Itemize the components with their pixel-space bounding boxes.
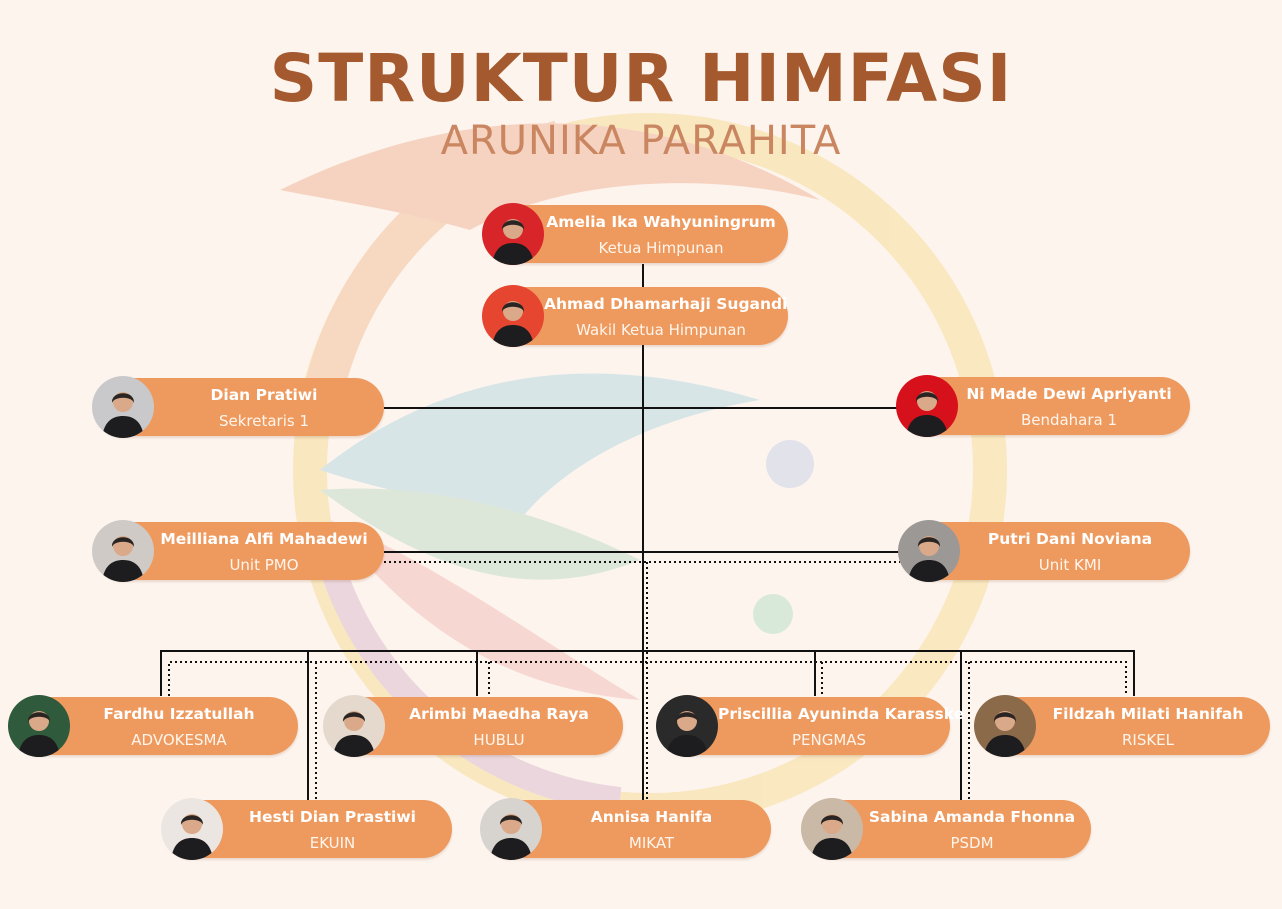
avatar xyxy=(323,695,385,757)
person-photo-icon xyxy=(656,695,718,757)
member-role: Unit PMO xyxy=(229,556,299,574)
member-role: EKUIN xyxy=(309,834,356,852)
person-photo-icon xyxy=(898,520,960,582)
avatar xyxy=(482,203,544,265)
member-card-riskel: Fildzah Milati Hanifah RISKEL xyxy=(974,695,1270,757)
member-role: HUBLU xyxy=(473,731,525,749)
member-role: Sekretaris 1 xyxy=(218,412,310,430)
person-photo-icon xyxy=(974,695,1036,757)
member-card-unit-pmo: Meilliana Alfi Mahadewi Unit PMO xyxy=(92,520,384,582)
avatar xyxy=(161,798,223,860)
member-name: Arimbi Maedha Raya xyxy=(409,705,589,723)
member-name: Meilliana Alfi Mahadewi xyxy=(160,530,368,548)
chart-title: STRUKTUR HIMFASI xyxy=(269,40,1013,117)
member-name: Priscillia Ayuninda Karasske xyxy=(718,705,965,723)
person-photo-icon xyxy=(480,798,542,860)
member-name: Ni Made Dewi Apriyanti xyxy=(966,385,1172,403)
member-card-bendahara: Ni Made Dewi Apriyanti Bendahara 1 xyxy=(896,375,1190,437)
avatar xyxy=(8,695,70,757)
person-photo-icon xyxy=(482,285,544,347)
member-role: ADVOKESMA xyxy=(131,731,227,749)
person-photo-icon xyxy=(8,695,70,757)
member-name: Putri Dani Noviana xyxy=(987,530,1153,548)
member-card-sekretaris: Dian Pratiwi Sekretaris 1 xyxy=(92,376,384,438)
member-card-psdm: Sabina Amanda Fhonna PSDM xyxy=(801,798,1091,860)
chart-subtitle: ARUNIKA PARAHITA xyxy=(440,118,842,164)
avatar xyxy=(974,695,1036,757)
member-card-mikat: Annisa Hanifa MIKAT xyxy=(480,798,771,860)
member-card-hublu: Arimbi Maedha Raya HUBLU xyxy=(323,695,623,757)
avatar xyxy=(92,520,154,582)
member-name: Fildzah Milati Hanifah xyxy=(1052,705,1244,723)
avatar xyxy=(92,376,154,438)
member-name: Fardhu Izzatullah xyxy=(103,705,255,723)
member-role: Ketua Himpunan xyxy=(598,239,724,257)
member-name: Ahmad Dhamarhaji Sugandi xyxy=(544,295,788,313)
member-card-pengmas: Priscillia Ayuninda Karasske PENGMAS xyxy=(656,695,965,757)
avatar xyxy=(480,798,542,860)
member-name: Dian Pratiwi xyxy=(210,386,318,404)
member-role: Bendahara 1 xyxy=(1020,411,1118,429)
person-photo-icon xyxy=(92,520,154,582)
person-photo-icon xyxy=(801,798,863,860)
member-role: Wakil Ketua Himpunan xyxy=(576,321,746,339)
member-card-ketua: Amelia Ika Wahyuningrum Ketua Himpunan xyxy=(482,203,788,265)
member-role: PENGMAS xyxy=(791,731,867,749)
member-name: Hesti Dian Prastiwi xyxy=(249,808,416,826)
member-role: PSDM xyxy=(950,834,994,852)
member-card-wakil-ketua: Ahmad Dhamarhaji Sugandi Wakil Ketua Him… xyxy=(482,285,788,347)
member-card-advokesma: Fardhu Izzatullah ADVOKESMA xyxy=(8,695,298,757)
avatar xyxy=(482,285,544,347)
member-role: RISKEL xyxy=(1121,731,1175,749)
avatar xyxy=(656,695,718,757)
member-name: Sabina Amanda Fhonna xyxy=(868,808,1076,826)
member-role: MIKAT xyxy=(628,834,675,852)
person-photo-icon xyxy=(92,376,154,438)
avatar xyxy=(898,520,960,582)
member-name: Amelia Ika Wahyuningrum xyxy=(546,213,776,231)
person-photo-icon xyxy=(482,203,544,265)
member-name: Annisa Hanifa xyxy=(590,808,713,826)
member-card-ekuin: Hesti Dian Prastiwi EKUIN xyxy=(161,798,452,860)
person-photo-icon xyxy=(161,798,223,860)
person-photo-icon xyxy=(323,695,385,757)
person-photo-icon xyxy=(896,375,958,437)
avatar xyxy=(801,798,863,860)
avatar xyxy=(896,375,958,437)
member-card-unit-kmi: Putri Dani Noviana Unit KMI xyxy=(898,520,1190,582)
member-role: Unit KMI xyxy=(1038,556,1102,574)
